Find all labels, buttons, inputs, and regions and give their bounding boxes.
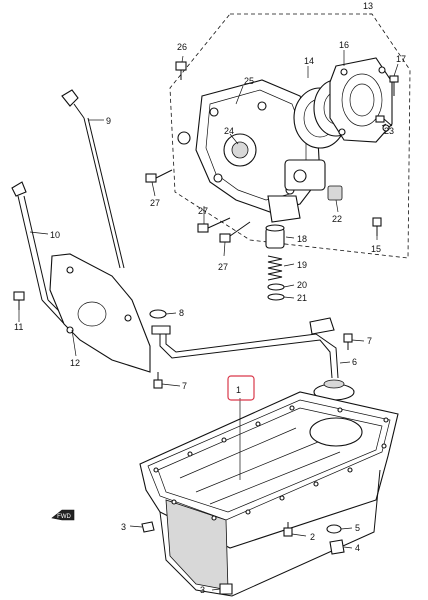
oil-pan-flange-holes [153,405,389,521]
callout-27[interactable]: 27 [150,198,160,208]
plug-15 [372,217,382,236]
bolt-27-middle [197,217,231,233]
oil-pump-assembly-outline [169,13,411,259]
callout-19[interactable]: 19 [297,260,307,270]
bolt-27-lower [219,221,251,243]
callout-11[interactable]: 11 [14,322,23,332]
callout-20[interactable]: 20 [297,280,307,290]
callout-25[interactable]: 25 [244,76,254,86]
callout-21[interactable]: 21 [297,293,307,303]
callout-15[interactable]: 15 [371,244,381,254]
callout-12[interactable]: 12 [70,358,80,368]
callout-7[interactable]: 7 [182,381,187,391]
callout-6[interactable]: 6 [352,357,357,367]
callout-3[interactable]: 3 [200,585,205,595]
nut-3-bottom [219,583,233,595]
relief-valve-circlip [267,293,285,301]
callout-4[interactable]: 4 [355,543,360,553]
callout-5[interactable]: 5 [355,523,360,533]
bolt-7-upper [343,333,353,350]
callout-labels: 1 2 3 3 4 5 6 7 7 8 9 10 11 12 13 14 15 … [14,1,406,595]
callout-1-highlight-box [227,375,255,401]
oil-pan [139,391,399,597]
oil-pan-baffle [49,253,151,373]
callout-1[interactable]: 1 [236,385,241,395]
drain-plug-gasket-5 [326,524,342,534]
callout-10[interactable]: 10 [50,230,60,240]
bolt-7-lower [153,372,163,389]
o-ring-8 [149,309,167,319]
callout-27[interactable]: 27 [218,262,228,272]
front-marker-label: FWD [57,514,71,520]
relief-valve-spring [267,255,283,281]
bolt-26 [175,61,187,80]
bolt-27-upper [145,169,173,183]
callout-14[interactable]: 14 [304,56,314,66]
oil-pump-cover [329,57,393,143]
callout-24[interactable]: 24 [224,126,234,136]
screw-23 [375,115,393,127]
callout-8[interactable]: 8 [179,308,184,318]
bolt-11 [13,291,25,310]
callout-13[interactable]: 13 [363,1,373,11]
relief-valve-plunger [265,224,285,249]
oil-pump-body [177,79,326,223]
plug-22 [327,185,343,201]
nut-3-left [141,521,155,533]
front-direction-marker: FWD [51,509,75,521]
drain-plug-4 [329,539,345,555]
callout-7[interactable]: 7 [367,336,372,346]
callout-18[interactable]: 18 [297,234,307,244]
relief-valve-washer [267,283,285,291]
callout-23[interactable]: 23 [384,126,394,136]
callout-2[interactable]: 2 [310,532,315,542]
callout-9[interactable]: 9 [106,116,111,126]
callout-22[interactable]: 22 [332,214,342,224]
callout-17[interactable]: 17 [396,54,406,64]
callout-27[interactable]: 27 [198,206,208,216]
callout-16[interactable]: 16 [339,40,349,50]
bolt-2 [283,522,293,537]
leader-lines [18,13,399,591]
callout-26[interactable]: 26 [177,42,187,52]
callout-3[interactable]: 3 [121,522,126,532]
oil-level-gauge [61,89,125,269]
